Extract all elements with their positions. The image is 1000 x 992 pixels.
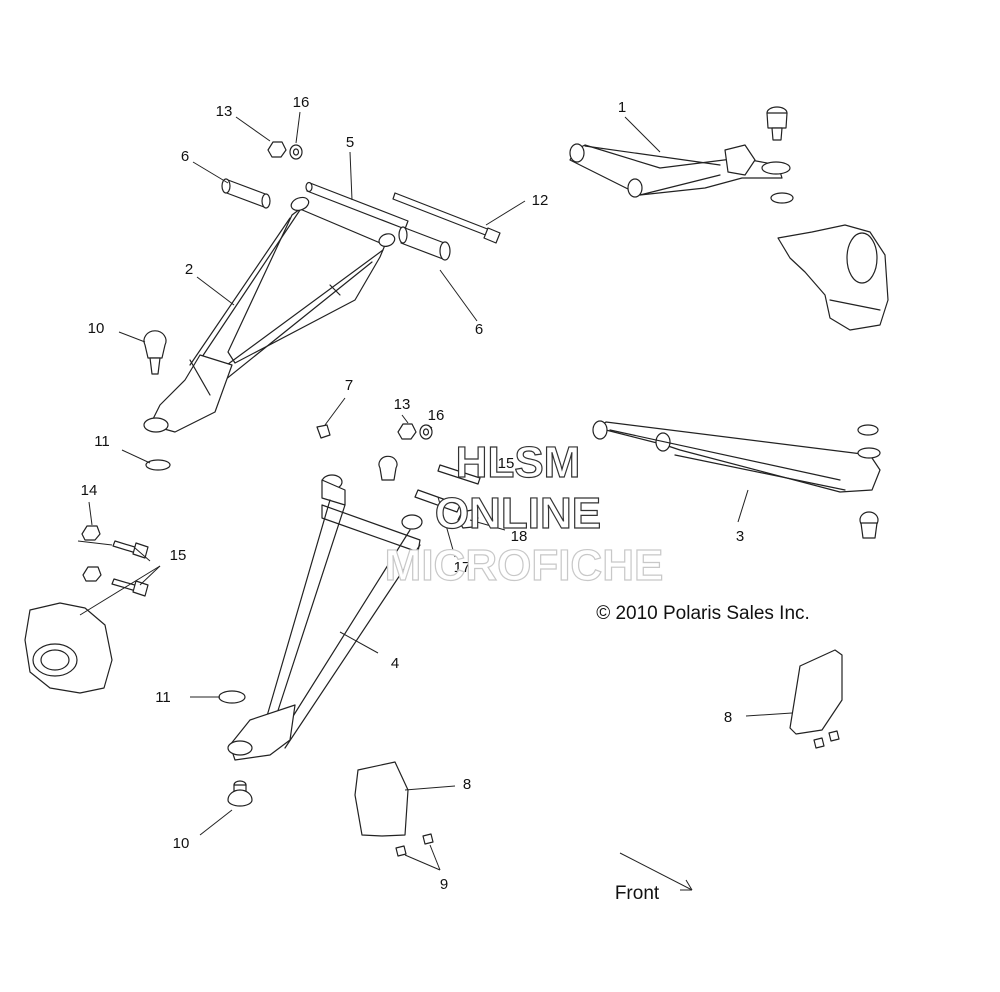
callout-5: 5 bbox=[346, 134, 354, 151]
leader-lines bbox=[77, 111, 793, 871]
callout-14: 14 bbox=[81, 482, 98, 499]
ball-joint-top-right bbox=[766, 106, 788, 141]
washer-middle bbox=[419, 424, 433, 440]
steering-knuckle-right bbox=[777, 224, 889, 331]
watermark-line-1: HLSM bbox=[456, 438, 581, 487]
steering-knuckle-left bbox=[24, 602, 113, 694]
callout-13-middle: 13 bbox=[394, 396, 411, 413]
screw-right-b bbox=[813, 737, 825, 749]
callout-15-overlap: 15 bbox=[498, 455, 515, 472]
callout-6-top: 6 bbox=[181, 148, 189, 165]
callout-17: 17 bbox=[454, 559, 471, 576]
callout-10-upper: 10 bbox=[88, 320, 105, 337]
front-direction-arrow bbox=[619, 852, 693, 891]
pivot-bushing bbox=[378, 455, 398, 481]
nut-top bbox=[267, 141, 287, 158]
snap-ring-top-right bbox=[770, 192, 794, 204]
callout-16-middle: 16 bbox=[428, 407, 445, 424]
screw-9a bbox=[395, 845, 407, 857]
callout-13-top: 13 bbox=[216, 103, 233, 120]
ball-joint-lower bbox=[227, 780, 253, 807]
callout-2: 2 bbox=[185, 261, 193, 278]
pivot-sleeve-top bbox=[221, 178, 271, 209]
lower-left-a-arm bbox=[227, 474, 423, 761]
callout-12: 12 bbox=[532, 192, 549, 209]
snap-ring-lower bbox=[218, 690, 246, 704]
screw-9b bbox=[422, 833, 434, 845]
callout-8-right: 8 bbox=[724, 709, 732, 726]
nut-18 bbox=[457, 509, 479, 529]
pivot-sleeve-right bbox=[398, 226, 451, 261]
callout-16-top: 16 bbox=[293, 94, 310, 111]
callout-10-lower: 10 bbox=[173, 835, 190, 852]
callout-7: 7 bbox=[345, 377, 353, 394]
callout-18: 18 bbox=[511, 528, 528, 545]
upper-left-a-arm bbox=[143, 196, 396, 433]
pivot-pin-17 bbox=[414, 464, 481, 513]
nut-lower bbox=[82, 566, 102, 582]
callout-11-upper: 11 bbox=[94, 433, 110, 450]
callout-4: 4 bbox=[391, 655, 399, 672]
callout-6-right: 6 bbox=[475, 321, 483, 338]
watermark-line-2: ONLINE bbox=[435, 489, 601, 538]
clip bbox=[316, 424, 331, 439]
ball-joint-lower-right bbox=[859, 511, 879, 539]
watermark-line-3: MICROFICHE bbox=[385, 541, 664, 590]
guard-plate-lower bbox=[354, 761, 409, 837]
upper-right-a-arm bbox=[569, 143, 791, 198]
bolt-15-lower bbox=[111, 578, 149, 597]
copyright-text: © 2010 Polaris Sales Inc. bbox=[596, 603, 810, 624]
front-label: Front bbox=[615, 883, 660, 904]
long-bolt bbox=[392, 192, 501, 244]
callout-8-lower: 8 bbox=[463, 776, 471, 793]
nut-14 bbox=[81, 525, 101, 541]
lower-right-a-arm bbox=[592, 420, 881, 493]
callout-15: 15 bbox=[170, 547, 187, 564]
callout-1: 1 bbox=[618, 99, 626, 116]
screw-right-a bbox=[828, 730, 840, 742]
ball-joint-upper bbox=[143, 330, 167, 375]
callout-3: 3 bbox=[736, 528, 744, 545]
callout-11-lower: 11 bbox=[155, 689, 171, 706]
bolt-15-upper bbox=[112, 540, 149, 559]
nut-middle bbox=[397, 423, 417, 440]
callout-9: 9 bbox=[440, 876, 448, 893]
guard-plate-right bbox=[789, 649, 843, 735]
snap-ring-upper bbox=[145, 459, 171, 471]
washer-top bbox=[289, 144, 303, 160]
